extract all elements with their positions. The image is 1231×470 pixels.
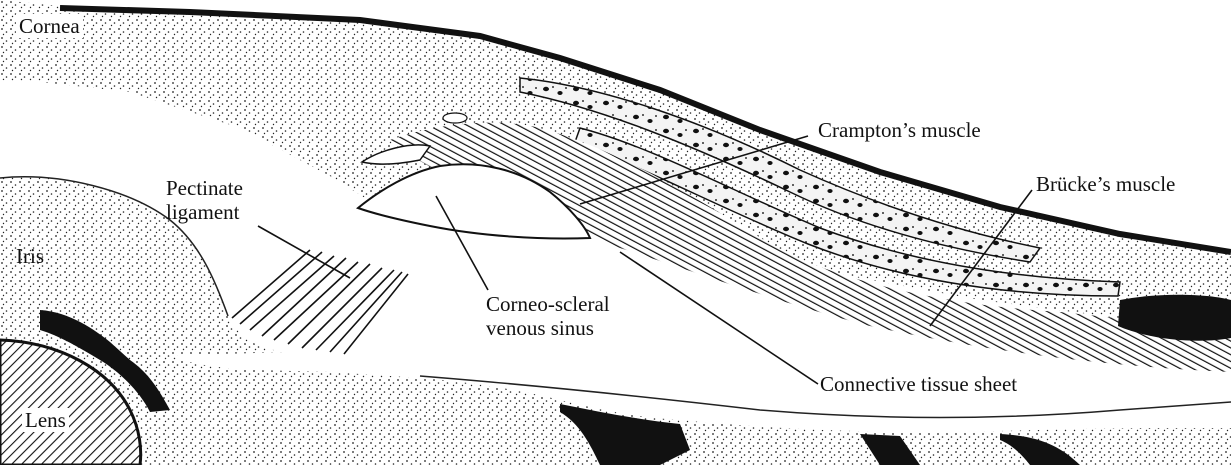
label-pectinate-ligament: Pectinate ligament xyxy=(166,176,243,224)
label-brucke-text: Brücke’s muscle xyxy=(1036,172,1175,196)
label-lens-text: Lens xyxy=(22,408,69,432)
label-crampton-muscle: Crampton’s muscle xyxy=(818,118,981,142)
label-cornea: Cornea xyxy=(16,14,83,38)
pectinate-ligament-fibers xyxy=(232,250,408,354)
label-cornea-text: Cornea xyxy=(16,14,83,38)
label-pectinate-line1: Pectinate xyxy=(166,176,243,200)
label-iris: Iris xyxy=(16,244,44,268)
label-sinus-line2: venous sinus xyxy=(486,316,610,340)
label-connective-text: Connective tissue sheet xyxy=(820,372,1017,396)
label-lens: Lens xyxy=(22,408,69,432)
label-iris-text: Iris xyxy=(16,244,44,268)
small-vessel xyxy=(443,113,467,123)
label-venous-sinus: Corneo-scleral venous sinus xyxy=(486,292,610,340)
label-pectinate-line2: ligament xyxy=(166,200,243,224)
label-connective-tissue: Connective tissue sheet xyxy=(820,372,1017,396)
leader-pectinate xyxy=(258,226,350,278)
label-brucke-muscle: Brücke’s muscle xyxy=(1036,172,1175,196)
label-crampton-text: Crampton’s muscle xyxy=(818,118,981,142)
label-sinus-line1: Corneo-scleral xyxy=(486,292,610,316)
